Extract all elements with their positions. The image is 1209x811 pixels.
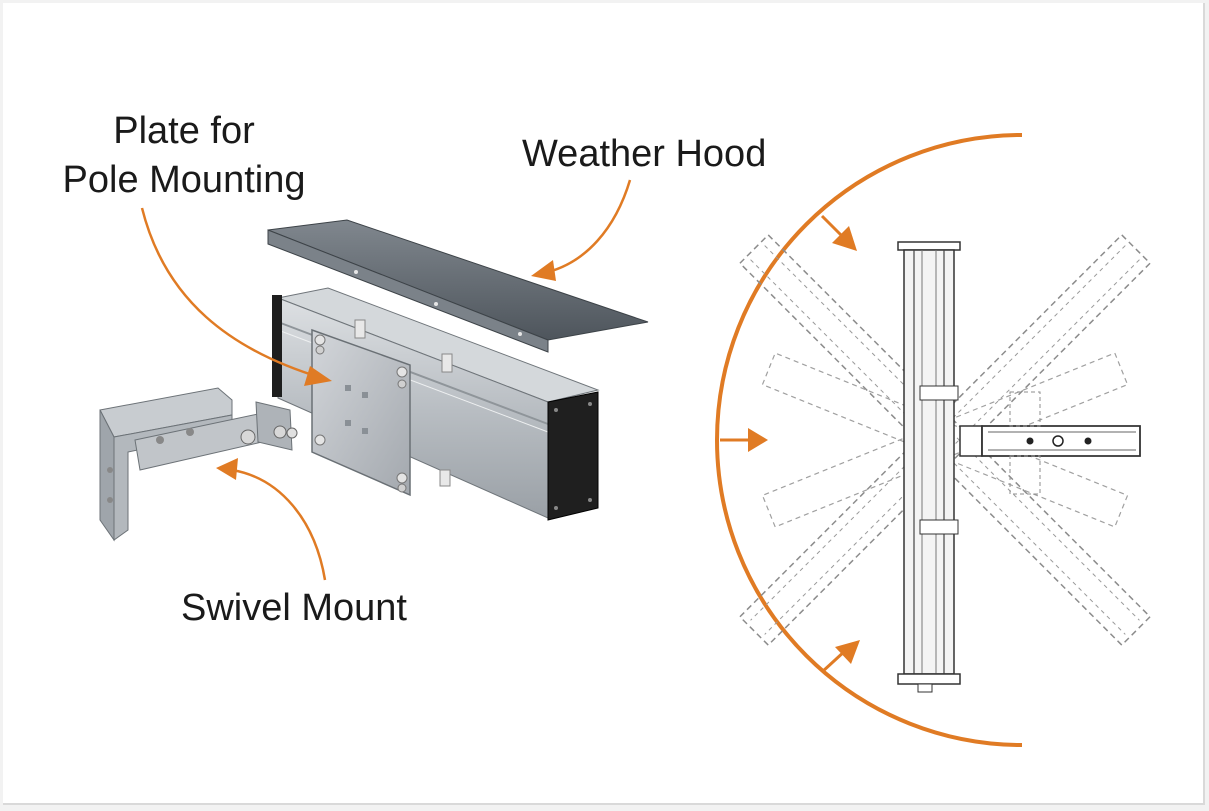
arrow-hood-head (531, 260, 556, 281)
arrow-plate-icon (140, 207, 323, 380)
arrow-swivel-icon (231, 468, 327, 581)
pivot-bracket (959, 391, 1141, 495)
label-weather-hood: Weather Hood (522, 133, 766, 175)
arrow-swivel-head (216, 458, 238, 480)
arc-arrow-bottom (835, 640, 860, 664)
arc-arrow-top (832, 226, 857, 251)
arrow-hood-icon (547, 179, 632, 274)
weather-hood-part (267, 219, 649, 353)
arrow-plate-head (304, 366, 332, 386)
label-plate-line2: Pole Mounting (63, 159, 306, 201)
label-swivel-mount: Swivel Mount (181, 587, 407, 629)
arc-arrow-mid (748, 428, 768, 452)
label-plate-line1: Plate for (113, 110, 255, 152)
exploded-assembly (99, 219, 649, 542)
vertical-fixture (897, 241, 961, 693)
pole-mounting-plate-part (311, 328, 411, 497)
swivel-mount-part (99, 387, 298, 542)
rotation-view (715, 133, 1152, 747)
rotation-arc-icon (715, 133, 1023, 747)
